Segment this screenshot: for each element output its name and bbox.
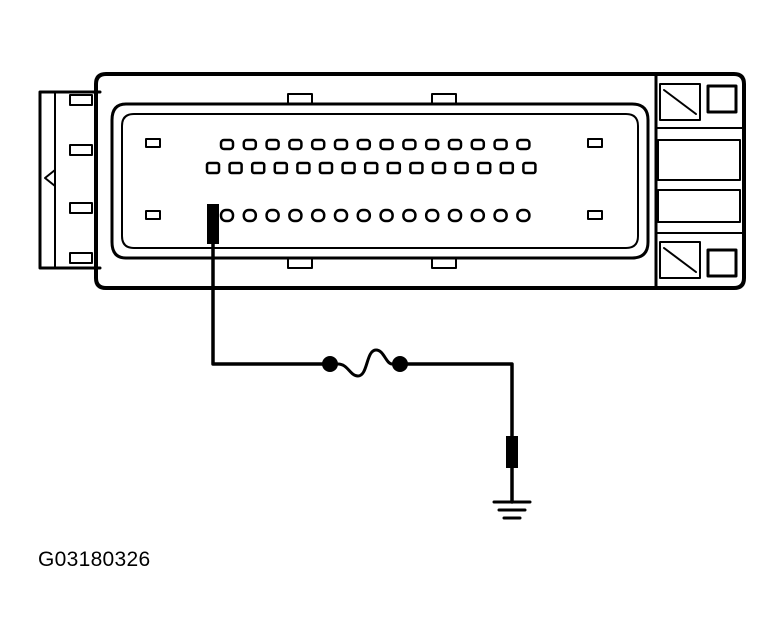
connector-pin (363, 161, 379, 175)
connector-pin-row-upper (219, 138, 531, 151)
wire (211, 204, 334, 366)
connector-pin (250, 161, 266, 175)
connector-pin (288, 138, 303, 151)
connector-pin (424, 208, 440, 223)
connector-pin (265, 138, 280, 151)
connector-pin (333, 138, 349, 151)
connector-pin (522, 161, 537, 175)
connector-pin (470, 138, 486, 151)
connector-pin (409, 161, 424, 175)
connector-pin (379, 208, 394, 223)
connector-pin (288, 208, 303, 223)
connector-pin (242, 208, 258, 223)
connector-pin (386, 161, 402, 175)
connector-pin (356, 138, 372, 151)
connector-pin (454, 161, 469, 175)
connector-pin (341, 161, 356, 175)
connector-pin (516, 208, 531, 223)
connector-pin (470, 208, 486, 223)
connector-pin (205, 161, 221, 175)
connector-pin (296, 161, 311, 175)
connector-pin (424, 138, 440, 151)
connector-pin (242, 138, 258, 151)
connector-pin (333, 208, 349, 223)
connector-housing (94, 72, 746, 290)
connector-pin (499, 161, 515, 175)
connector-pin (228, 161, 243, 175)
connector-pin (356, 208, 372, 223)
connector-pin (219, 208, 235, 223)
connector-pin (310, 208, 326, 223)
connector-pin (476, 161, 492, 175)
connector-pin (447, 138, 463, 151)
connector-pin (516, 138, 531, 151)
wire (396, 362, 514, 442)
ground-symbol (492, 436, 532, 520)
connector-end-detail (654, 72, 745, 290)
connector-pin (318, 161, 334, 175)
connector-pin-row-middle (205, 161, 537, 175)
connector-pin (447, 208, 463, 223)
connector-pin (493, 208, 508, 223)
connector-pin (402, 208, 417, 223)
connector-pin (273, 161, 289, 175)
connector-pin (310, 138, 326, 151)
wire-terminal (207, 204, 219, 244)
connector-pin (219, 138, 235, 151)
connector-mounting-bracket (38, 90, 102, 270)
connector-pin-row-lower (219, 208, 531, 223)
connector-pin (379, 138, 394, 151)
figure-code-label: G03180326 (38, 548, 151, 571)
connector-pin (402, 138, 417, 151)
connector-pin (493, 138, 508, 151)
connector-pin (431, 161, 447, 175)
fuse-symbol (322, 348, 408, 378)
connector-pin (265, 208, 280, 223)
